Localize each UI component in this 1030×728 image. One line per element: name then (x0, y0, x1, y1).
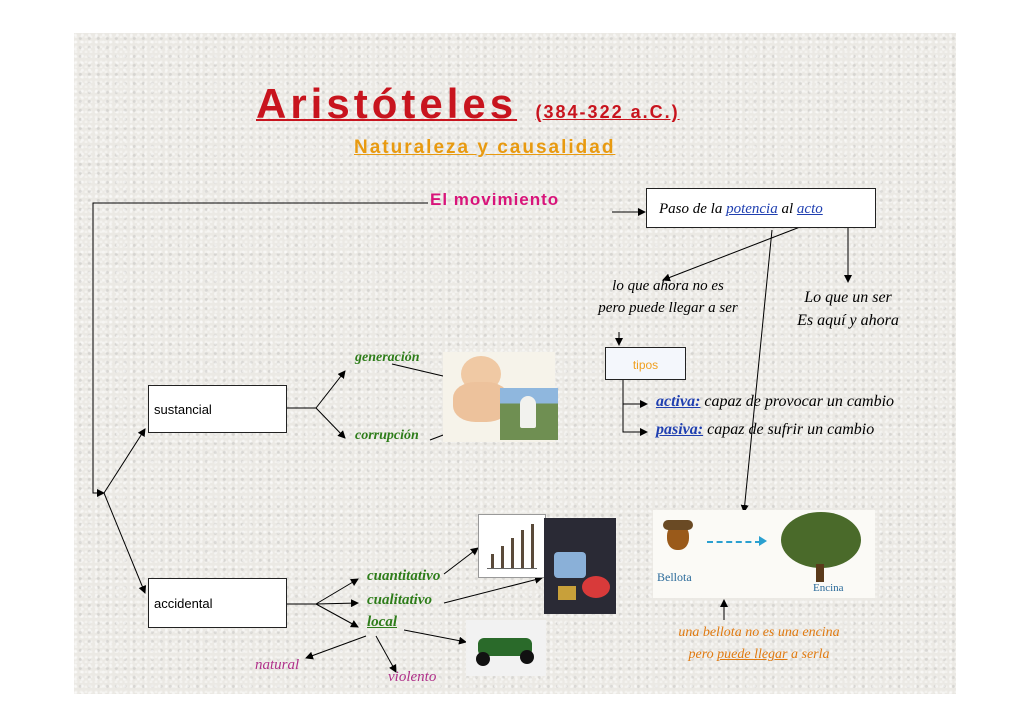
definition-box: Paso de la potencia al acto (646, 188, 876, 228)
pasiva-term: pasiva: (656, 421, 704, 438)
arrow-to-potencia-desc (662, 226, 801, 282)
potencia-description: lo que ahora no es pero puede llegar a s… (598, 278, 738, 316)
accidental-box: accidental (148, 578, 287, 628)
arrow-to-corrupcion (315, 407, 346, 439)
bellota-label: Bellota (657, 570, 692, 584)
tree-icon (781, 512, 861, 568)
tipos-box: tipos (605, 347, 686, 380)
acorn-tree-image: Bellota Encina (653, 510, 875, 598)
movement-heading: El movimiento (430, 190, 560, 209)
arrow-to-violento (375, 635, 397, 673)
dash-arrow (707, 541, 761, 543)
arrow-to-cualitativo (315, 599, 359, 608)
local-label: local (367, 614, 397, 630)
arrow-to-sustancial (103, 428, 146, 494)
acorn-caption: una bellota no es una encina pero puede … (678, 625, 840, 662)
sustancial-box: sustancial (148, 385, 287, 433)
growth-chart-image (478, 514, 546, 578)
title-block: Aristóteles (384-322 a.C.) (256, 80, 680, 128)
arrow-cualitativo-paint (443, 575, 543, 604)
cuantitativo-label: cuantitativo (367, 568, 441, 584)
corrupcion-label: corrupción (355, 428, 419, 443)
generacion-label: generación (355, 350, 420, 365)
arrow-to-natural (305, 635, 367, 660)
arrow-to-accidental (103, 492, 147, 594)
arrow-to-cuantitativo (315, 578, 359, 605)
activa-line: activa: capaz de provocar un cambio (656, 393, 895, 410)
encina-label: Encina (813, 582, 844, 594)
pasiva-line: pasiva: capaz de sufrir un cambio (656, 421, 875, 438)
arrow-activa (622, 380, 648, 408)
grave-image (500, 388, 558, 440)
acto-link: acto (796, 201, 823, 217)
arrow-to-local (315, 603, 359, 628)
activa-term: activa: (656, 393, 701, 410)
acorn-icon (667, 524, 689, 550)
arrow-local-car (403, 629, 467, 645)
arrow-to-tree (740, 229, 773, 513)
title-main: Aristóteles (256, 80, 518, 127)
arrow-cuantitativo-graph (443, 547, 479, 575)
arrow-to-generacion (315, 370, 346, 409)
acto-description: Lo que un ser Es aquí y ahora (797, 289, 899, 329)
arrow-pasiva (622, 404, 648, 436)
cualitativo-label: cualitativo (367, 592, 432, 608)
line-movimiento-to-left (92, 202, 428, 497)
potencia-link: potencia (726, 201, 778, 217)
toy-car-image (466, 620, 546, 676)
subtitle: Naturaleza y causalidad (354, 137, 616, 158)
natural-label: natural (255, 657, 300, 673)
violento-label: violento (388, 669, 437, 685)
title-dates: (384-322 a.C.) (535, 102, 680, 122)
paint-buckets-image (544, 518, 616, 614)
